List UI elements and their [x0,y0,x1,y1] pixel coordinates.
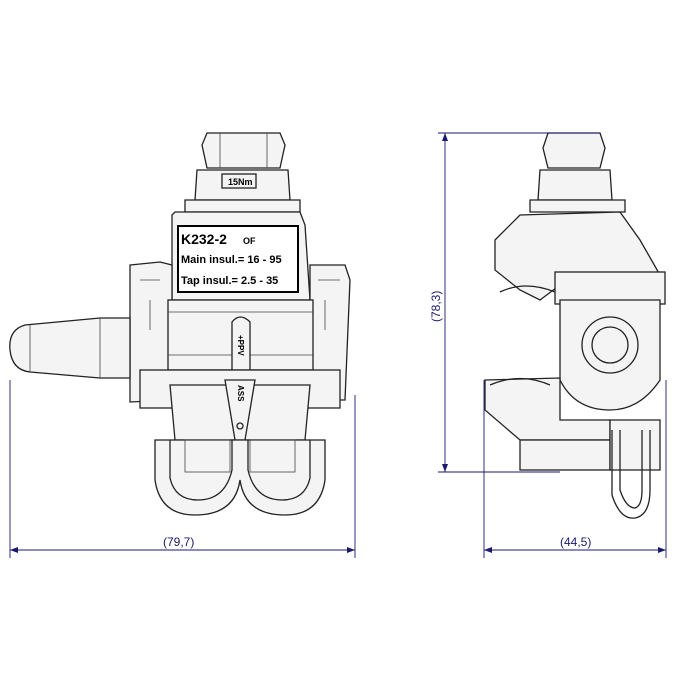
front-width-dimension: (79,7) [163,535,194,549]
height-dimension: (78,3) [429,291,443,322]
side-width-dimension: (44,5) [560,535,591,549]
dimension-lines [9,132,667,558]
tap-insulation-label: Tap insul.= 2.5 - 35 [181,275,278,287]
model-label: K232-2 [181,231,227,247]
side-view [484,132,666,519]
vertical-mark-upper: +PPV [236,335,245,356]
torque-label: 15Nm [228,177,253,187]
model-suffix: OF [243,236,256,246]
front-view [9,132,351,516]
main-insulation-label: Main insul.= 16 - 95 [181,254,282,266]
vertical-mark-lower: ASS [236,385,245,402]
